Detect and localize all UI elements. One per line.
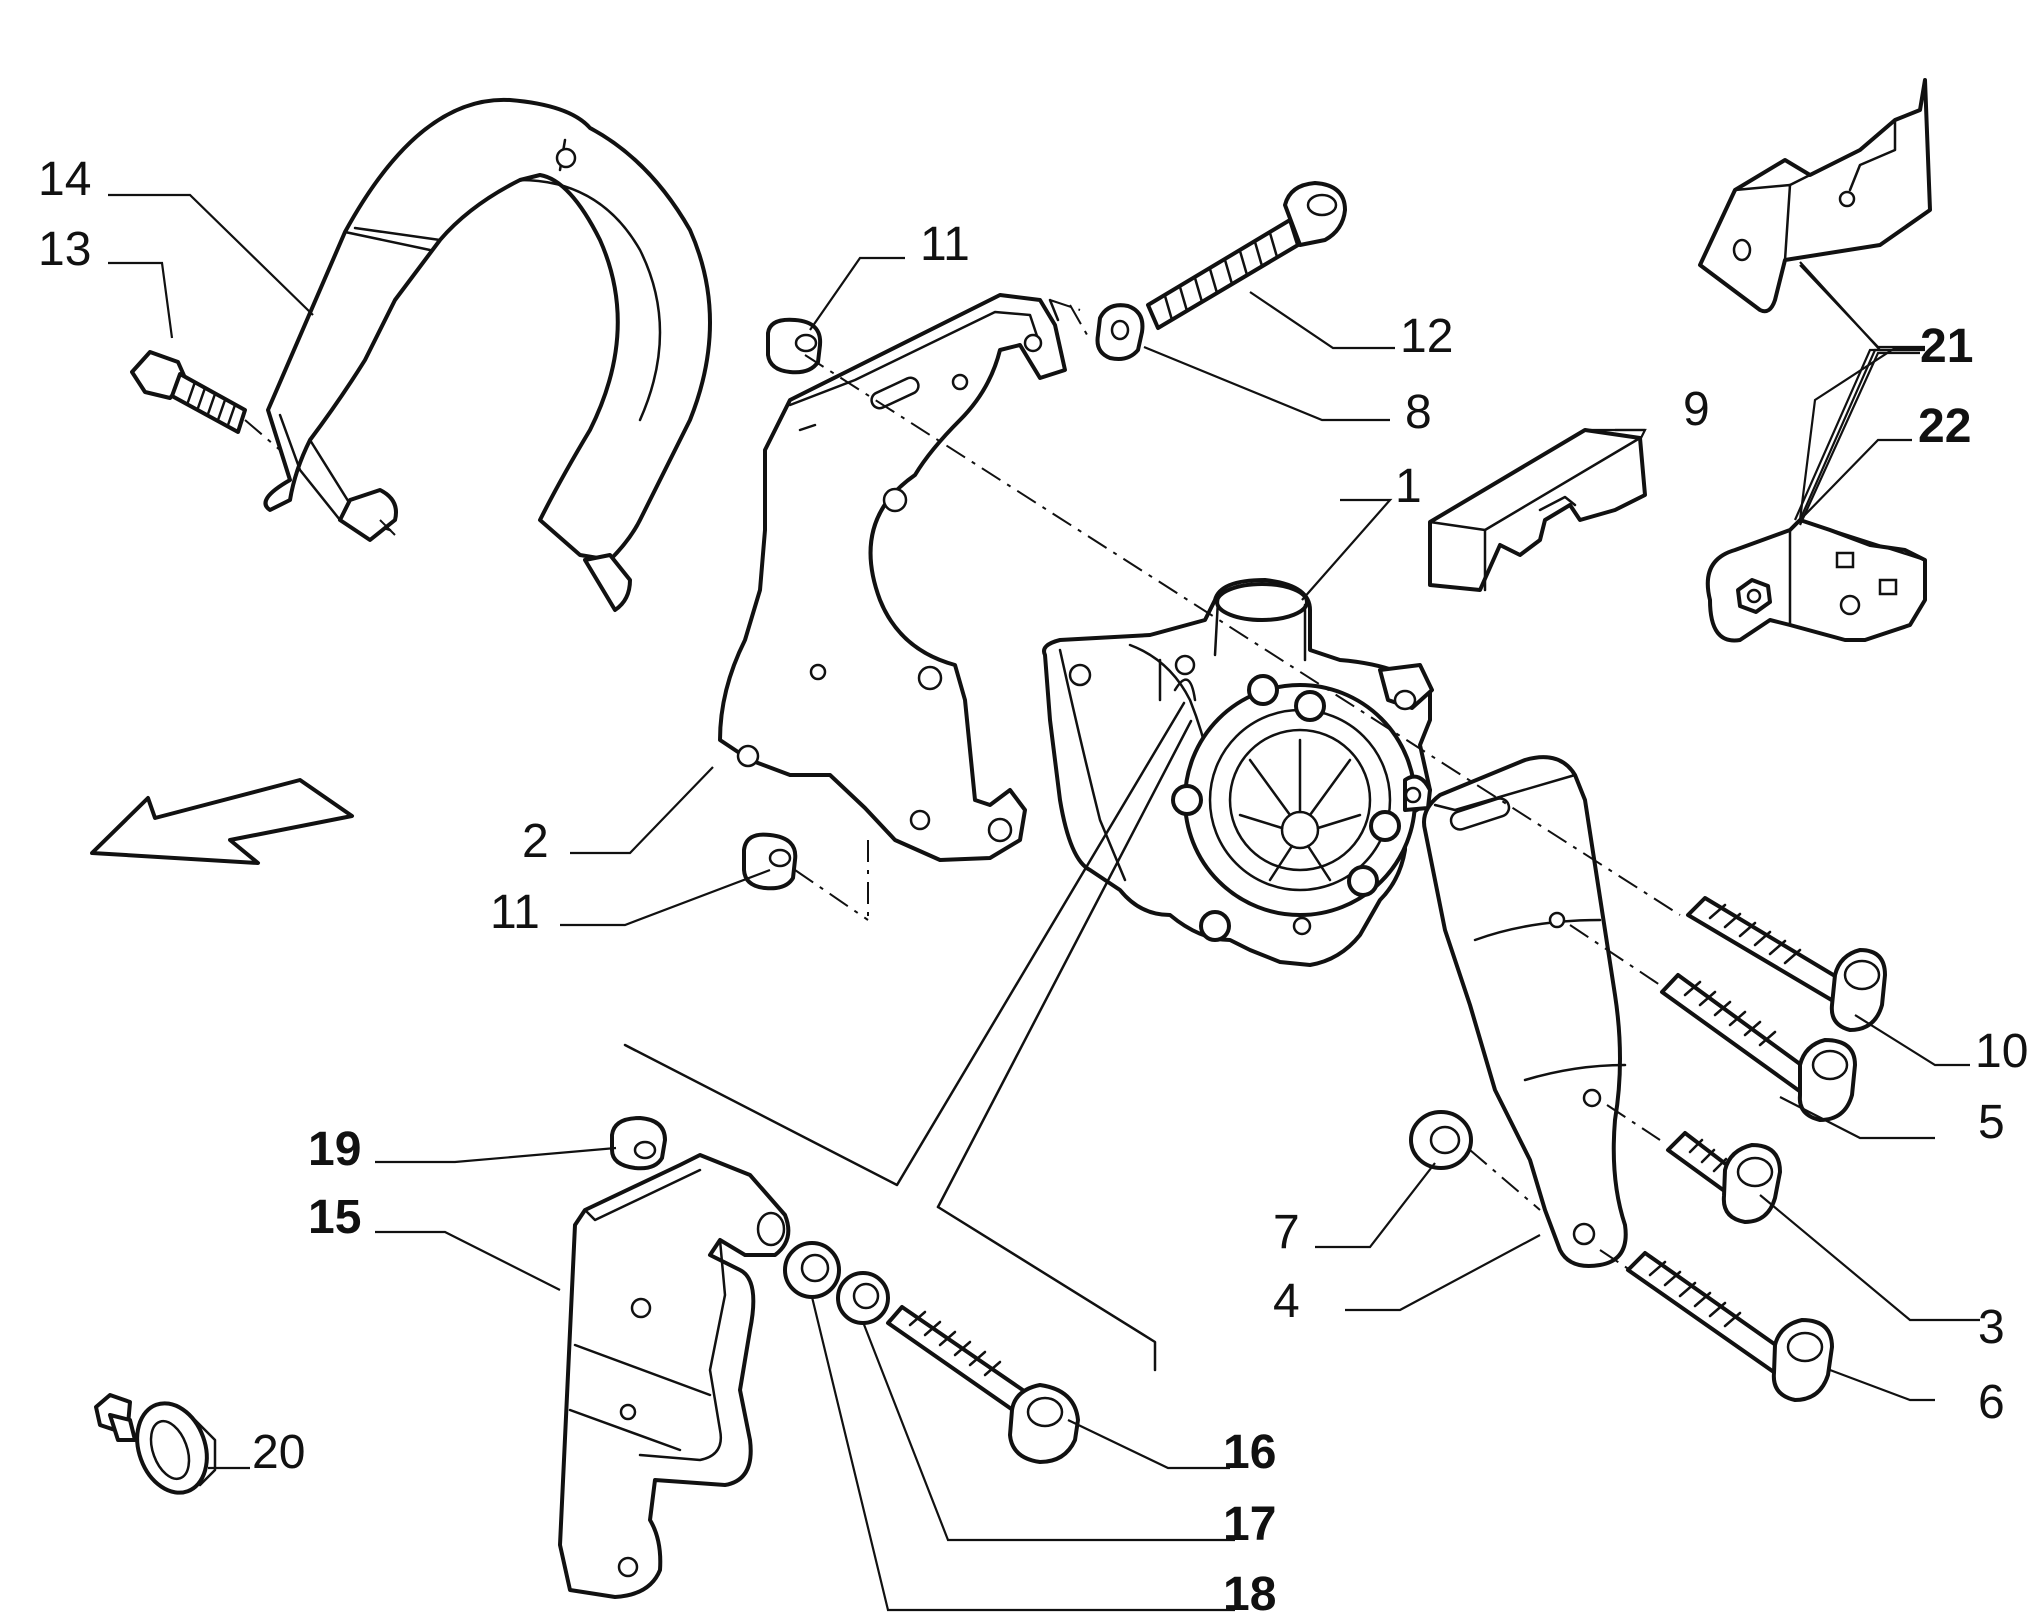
part-8-nut — [1095, 303, 1145, 361]
part-4-bracket — [1422, 755, 1628, 1268]
callout-12: 12 — [1400, 310, 1453, 363]
callout-20: 20 — [252, 1426, 305, 1479]
callout-9: 9 — [1683, 383, 1710, 436]
callout-1: 1 — [1395, 460, 1422, 513]
part-10-bolt — [1686, 896, 1887, 1032]
part-14-bracket — [263, 97, 712, 612]
callout-2: 2 — [522, 815, 549, 868]
callout-4: 4 — [1273, 1275, 1300, 1328]
callout-7: 7 — [1273, 1206, 1300, 1259]
part-1-pump — [1042, 578, 1434, 967]
callout-8: 8 — [1405, 386, 1432, 439]
part-17-washer — [836, 1271, 890, 1325]
part-20-clamp — [94, 1393, 217, 1495]
callout-11-lower: 11 — [490, 886, 540, 939]
part-16-bolt — [886, 1305, 1080, 1464]
part-7-washer — [1409, 1110, 1473, 1170]
part-5-bolt — [1660, 973, 1857, 1122]
assembly-lines — [244, 299, 1681, 1372]
part-15-bracket — [558, 1153, 791, 1599]
part-19-nut — [610, 1116, 667, 1171]
callout-18: 18 — [1223, 1568, 1276, 1615]
part-18-washer — [783, 1241, 841, 1299]
part-9-block — [1428, 428, 1647, 592]
callout-5: 5 — [1978, 1096, 2005, 1149]
part-12-bolt — [1146, 181, 1347, 330]
callout-13: 13 — [38, 223, 91, 276]
callout-11-top: 11 — [920, 218, 970, 271]
part-6-bolt — [1626, 1251, 1834, 1402]
part-22-bracket — [1705, 518, 1927, 643]
callout-16: 16 — [1223, 1426, 1276, 1479]
callout-19: 19 — [308, 1123, 361, 1176]
callout-15: 15 — [308, 1191, 361, 1244]
part-2-support-plate — [718, 293, 1067, 862]
callout-17: 17 — [1223, 1498, 1276, 1551]
part-3-bolt — [1666, 1131, 1782, 1224]
callout-3: 3 — [1978, 1301, 2005, 1354]
arrow-icon — [90, 778, 354, 865]
part-13-bolt — [130, 350, 247, 434]
callout-21: 21 — [1920, 320, 1973, 373]
callouts: 1 2 3 4 5 6 7 8 9 10 11 11 12 13 14 15 1… — [38, 153, 2028, 1615]
leader-lines — [108, 193, 1980, 1612]
part-21-clip — [1698, 78, 1932, 314]
part-11-nut-top — [766, 317, 823, 375]
callout-6: 6 — [1978, 1376, 2005, 1429]
callout-22: 22 — [1918, 400, 1971, 453]
callout-14: 14 — [38, 153, 91, 206]
part-11-nut-lower — [742, 832, 798, 891]
callout-10: 10 — [1975, 1025, 2028, 1078]
